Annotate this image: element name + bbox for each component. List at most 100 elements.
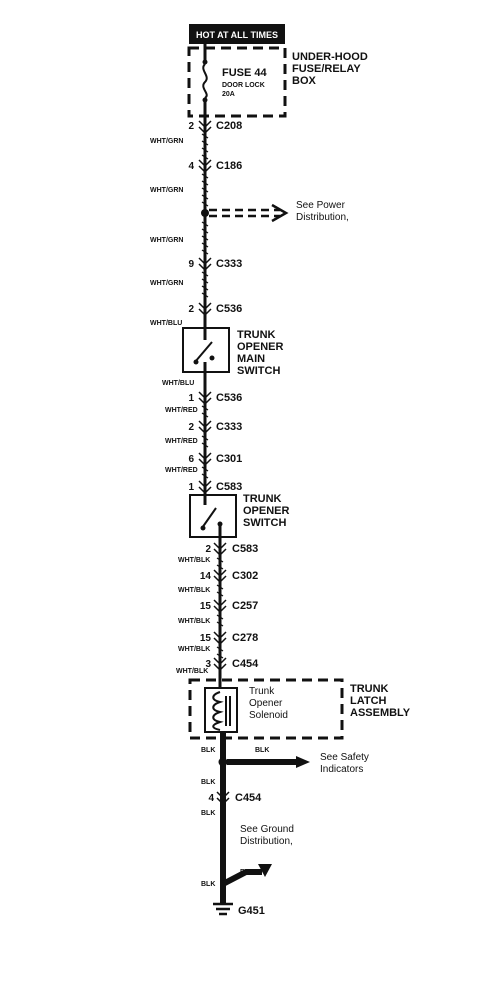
wire-hatch <box>216 584 224 590</box>
latch-title-2: LATCH <box>350 695 387 707</box>
main-switch-label-3: MAIN <box>237 353 265 365</box>
c536b-pin: 1 <box>188 393 194 404</box>
wire-hatch <box>201 201 209 207</box>
wire-label: BLK <box>201 747 215 754</box>
c208-name: C208 <box>216 120 242 132</box>
wire-hatch <box>201 412 209 418</box>
c257-pin: 15 <box>200 601 212 612</box>
wire-hatch <box>216 653 224 659</box>
wire-hatch <box>201 133 209 139</box>
c333b-name: C333 <box>216 421 242 433</box>
c186-name: C186 <box>216 160 242 172</box>
fuse-name: FUSE 44 <box>222 67 268 79</box>
c536a-name: C536 <box>216 303 242 315</box>
wire-label: WHT/RED <box>165 407 198 414</box>
connector-c186-icon <box>198 159 212 174</box>
wire-hatch <box>201 187 209 193</box>
solenoid-label-3: Solenoid <box>249 710 288 721</box>
wire-hatch <box>201 180 209 186</box>
c536b-name: C536 <box>216 392 242 404</box>
wire-hatch <box>201 405 209 411</box>
fuse-box-title-1: UNDER-HOOD <box>292 51 368 63</box>
wire-label: WHT/BLK <box>178 557 210 564</box>
wire-hatch <box>201 466 209 472</box>
wire-label: BLK <box>201 810 215 817</box>
safety-note-2: Indicators <box>320 764 363 775</box>
connector-c208-icon <box>198 120 212 135</box>
fuse-box-title-3: BOX <box>292 75 317 87</box>
wire-hatch <box>201 435 209 441</box>
c333a-pin: 9 <box>188 259 194 270</box>
main-switch-label-4: SWITCH <box>237 365 280 377</box>
wire-label: BLK <box>255 747 269 754</box>
wire-texture <box>201 133 224 659</box>
fuse-icon <box>202 44 208 116</box>
c302-name: C302 <box>232 570 258 582</box>
solenoid-label-1: Trunk <box>249 686 275 697</box>
c454b-name: C454 <box>235 792 262 804</box>
latch-title-3: ASSEMBLY <box>350 707 411 719</box>
hot-banner-label: HOT AT ALL TIMES <box>196 30 278 40</box>
c583a-pin: 1 <box>188 482 194 493</box>
wire-label: WHT/GRN <box>150 237 183 244</box>
main-switch-label-1: TRUNK <box>237 329 276 341</box>
hot-banner <box>189 24 285 44</box>
c454a-pin: 3 <box>205 659 211 670</box>
ground-icon <box>213 888 233 916</box>
c301-pin: 6 <box>188 454 194 465</box>
solenoid-coil-icon <box>212 691 231 731</box>
wire-hatch <box>201 442 209 448</box>
wire-label: WHT/BLK <box>178 618 210 625</box>
wire-label: WHT/RED <box>165 438 198 445</box>
ground-distribution-arrow-icon <box>258 864 272 877</box>
switch-icon <box>200 495 223 537</box>
c583b-name: C583 <box>232 543 258 555</box>
wire-hatch <box>216 557 224 563</box>
splice-dot <box>218 757 228 767</box>
splice-dot <box>201 209 209 217</box>
wire-label: WHT/BLU <box>162 380 194 387</box>
wire-label: WHT/GRN <box>150 280 183 287</box>
switch-icon <box>193 328 215 372</box>
ground-distribution-note-1: See Ground <box>240 824 294 835</box>
solenoid-label-2: Opener <box>249 698 283 709</box>
fuse-rating: 20A <box>222 91 235 98</box>
wire-hatch <box>201 242 209 248</box>
wire-label: WHT/GRN <box>150 187 183 194</box>
wire-hatch <box>201 278 209 284</box>
wire-label: WHT/BLK <box>178 646 210 653</box>
wire-hatch <box>201 154 209 160</box>
wire-hatch <box>201 228 209 234</box>
wire-hatch <box>201 140 209 146</box>
wire-label: WHT/GRN <box>150 138 183 145</box>
c278-pin: 15 <box>200 633 212 644</box>
c301-name: C301 <box>216 453 242 465</box>
safety-indicators-arrow-icon <box>296 756 310 768</box>
wire-hatch <box>216 591 224 597</box>
fuse-desc: DOOR LOCK <box>222 82 265 89</box>
wire-hatch <box>201 235 209 241</box>
trunk-latch-assembly-outline <box>188 678 344 740</box>
wire-label: WHT/BLU <box>150 320 182 327</box>
latch-title-1: TRUNK <box>350 683 389 695</box>
c454b-pin: 4 <box>208 793 214 804</box>
main-switch-label-2: OPENER <box>237 341 284 353</box>
wire-hatch <box>216 621 224 627</box>
c583b-pin: 2 <box>205 544 211 555</box>
connector-c536a-icon <box>198 302 212 317</box>
c583a-name: C583 <box>216 481 242 493</box>
wire-hatch <box>201 147 209 153</box>
wire-black-ground-branch <box>221 869 262 887</box>
wire-label: BLK <box>201 779 215 786</box>
wire-hatch <box>216 564 224 570</box>
power-distribution-arrow-icon <box>209 203 289 223</box>
c257-name: C257 <box>232 600 258 612</box>
opener-switch-label-2: OPENER <box>243 505 290 517</box>
power-distribution-note-2: Distribution, <box>296 212 349 223</box>
opener-switch-label-1: TRUNK <box>243 493 282 505</box>
wire-label: WHT/RED <box>165 467 198 474</box>
solenoid-box <box>204 687 238 733</box>
wire-hatch <box>201 249 209 255</box>
wire-hatch <box>201 271 209 277</box>
